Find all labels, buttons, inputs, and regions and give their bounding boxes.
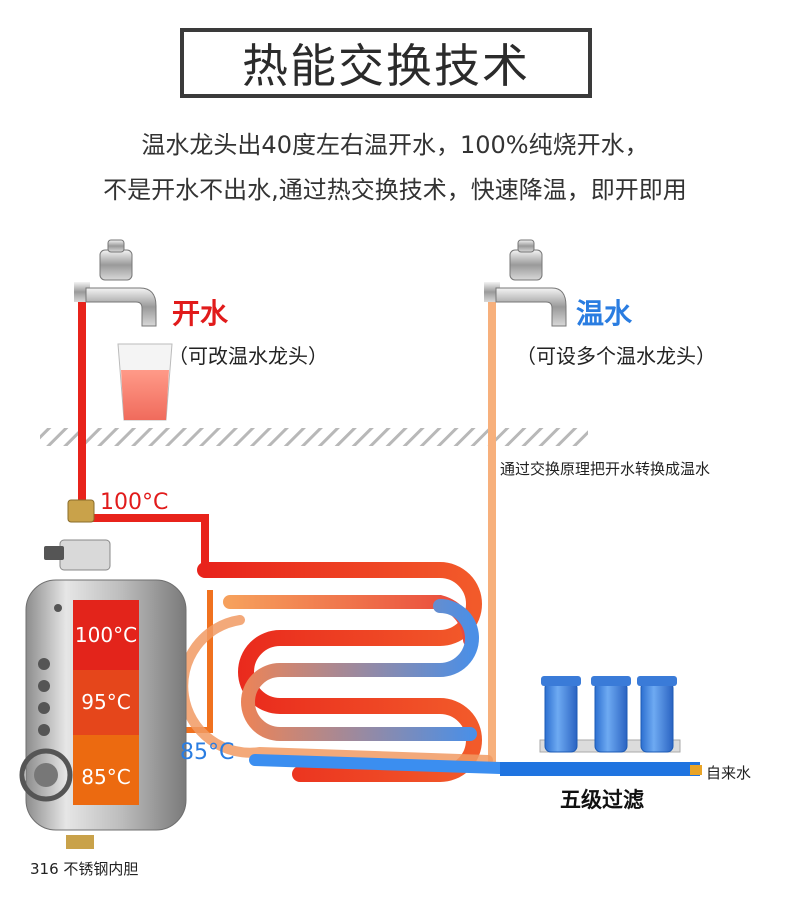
tank-level-2: 95°C (81, 690, 131, 714)
exchange-note: 通过交换原理把开水转换成温水 (500, 460, 711, 478)
hot-riser-pipe (78, 300, 86, 510)
warm-water-note: （可设多个温水龙头） (516, 344, 716, 368)
tap-water-pipe (500, 762, 700, 776)
ground-line (40, 428, 588, 446)
pipe-temp-hot: 100°C (100, 490, 169, 515)
hot-faucet-icon (74, 239, 157, 327)
heat-exchanger-coil (178, 562, 586, 782)
pipe-temp-return: 85°C (180, 740, 235, 765)
water-tank (19, 579, 187, 849)
tank-caption: 316 不锈钢内胆 (30, 860, 139, 878)
title-box: 热能交换技术 (180, 28, 592, 98)
warm-riser-pipe (488, 300, 496, 770)
filter-unit (539, 676, 681, 753)
tap-water-label: 自来水 (706, 764, 752, 782)
hot-supply-pipe (86, 514, 330, 572)
tank-level-3: 85°C (81, 765, 131, 789)
tank-level-1: 100°C (74, 623, 138, 647)
warm-faucet-icon (484, 239, 567, 327)
subtitle-line-2: 不是开水不出水,通过热交换技术，快速降温，即开即用 (103, 176, 687, 204)
page-title: 热能交换技术 (242, 39, 530, 93)
filter-label: 五级过滤 (560, 788, 644, 812)
water-glass-icon (117, 343, 173, 421)
subtitle-line-1: 温水龙头出40度左右温开水，100%纯烧开水， (141, 131, 649, 159)
hot-water-note: （可改温水龙头） (168, 344, 328, 368)
hot-water-label: 开水 (172, 297, 229, 330)
warm-water-label: 温水 (576, 297, 633, 330)
